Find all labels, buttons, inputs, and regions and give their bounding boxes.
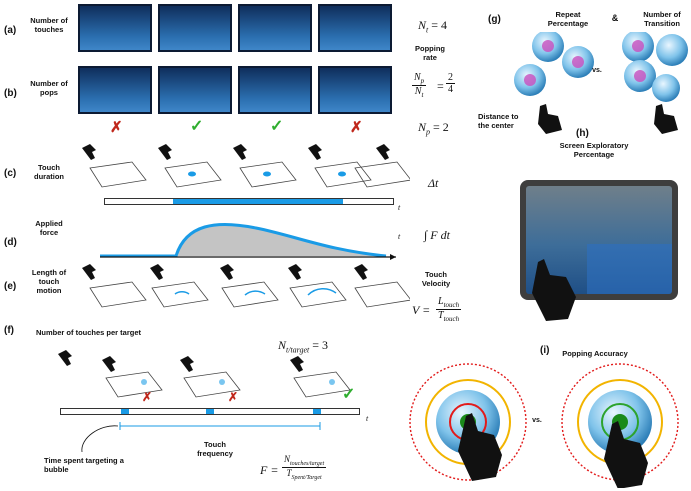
frame-3-check-icon: ✓ bbox=[270, 118, 284, 135]
target-2-cross-icon: ✗ bbox=[228, 390, 239, 404]
panel-h-label: (h) bbox=[576, 128, 589, 139]
accuracy-targets bbox=[409, 363, 679, 488]
panel-b-caption: Number of pops bbox=[30, 79, 68, 97]
panel-d-label: (d) bbox=[4, 237, 17, 248]
popping-rate-value: 2 4 bbox=[446, 72, 455, 95]
hand-pointer-h-icon bbox=[532, 259, 576, 321]
touch-frame-3 bbox=[238, 4, 312, 52]
touch-velocity-fraction: Ltouch Ttouch bbox=[436, 296, 462, 323]
force-curve-plot bbox=[100, 222, 396, 260]
touch-frame-1 bbox=[78, 4, 152, 52]
panel-b-label: (b) bbox=[4, 88, 17, 99]
panel-c-label: (c) bbox=[4, 168, 17, 179]
panel-e-caption: Length of touch motion bbox=[31, 268, 67, 295]
panel-a-label: (a) bbox=[4, 25, 17, 36]
panel-f-axis-label: t bbox=[366, 414, 369, 423]
touch-frequency-timeline bbox=[60, 408, 360, 415]
touch-count-equation: Nt = 4 bbox=[418, 18, 448, 35]
screen-exploratory-caption: Screen Exploratory Percentage bbox=[559, 141, 629, 159]
panel-c-axis-label: t bbox=[398, 203, 401, 212]
touch-tick-3 bbox=[313, 409, 321, 414]
panel-f-label: (f) bbox=[4, 325, 14, 336]
touch-frequency-lhs: F = bbox=[260, 463, 279, 477]
panel-g-label: (g) bbox=[488, 14, 501, 25]
repeat-percentage-caption: Repeat Percentage bbox=[547, 10, 589, 28]
tablet-row-c bbox=[82, 144, 410, 188]
tablet-screen bbox=[526, 186, 672, 294]
panel-c-caption: Touch duration bbox=[34, 163, 64, 181]
pop-frame-1 bbox=[78, 66, 152, 114]
bubble-cluster-g bbox=[514, 32, 688, 134]
versus-i: vs. bbox=[532, 417, 542, 424]
frame-2-check-icon: ✓ bbox=[190, 118, 204, 135]
frequency-span-bracket bbox=[81, 422, 321, 453]
target-3-check-icon: ✓ bbox=[342, 386, 356, 403]
frame-4-cross-icon: ✗ bbox=[350, 119, 363, 136]
number-of-transition-caption: Number of Transition bbox=[643, 10, 681, 28]
touch-frame-4 bbox=[318, 4, 392, 52]
popping-rate-caption: Popping rate bbox=[415, 44, 445, 62]
pop-count-equation: Np = 2 bbox=[418, 120, 449, 137]
popping-rate-fraction: Np Nt bbox=[412, 72, 427, 99]
touch-duration-equation: Δt bbox=[428, 176, 439, 190]
panel-e-label: (e) bbox=[4, 281, 17, 292]
distance-to-center-caption: Distance to the center bbox=[478, 112, 519, 130]
time-spent-note: Time spent targeting a bubble bbox=[44, 456, 124, 474]
touch-velocity-lhs: V = bbox=[412, 303, 431, 317]
panel-d-caption: Applied force bbox=[35, 219, 63, 237]
touch-tick-1 bbox=[121, 409, 129, 414]
explored-region bbox=[587, 244, 672, 294]
touch-frequency-caption: Touch frequency bbox=[197, 440, 233, 458]
pop-frame-2 bbox=[158, 66, 232, 114]
touch-duration-timeline bbox=[104, 198, 394, 205]
ampersand: & bbox=[611, 13, 619, 23]
touch-duration-bar bbox=[173, 199, 343, 204]
popping-accuracy-caption: Popping Accuracy bbox=[562, 349, 628, 358]
touch-velocity-caption: Touch Velocity bbox=[421, 270, 451, 288]
pop-frame-3 bbox=[238, 66, 312, 114]
touch-tick-2 bbox=[206, 409, 214, 414]
panel-i-label: (i) bbox=[540, 345, 550, 356]
tablet-row-f bbox=[58, 350, 351, 398]
touch-frequency-fraction: Ntouches/target TSpent/Target bbox=[282, 454, 327, 481]
touch-frame-2 bbox=[158, 4, 232, 52]
tablet-row-e bbox=[82, 264, 410, 308]
versus-g: vs. bbox=[592, 67, 602, 74]
touches-per-target-equation: Nt/target = 3 bbox=[278, 338, 329, 355]
force-integral-equation: ∫ F dt bbox=[424, 228, 450, 242]
target-1-cross-icon: ✗ bbox=[142, 390, 153, 404]
frame-1-cross-icon: ✗ bbox=[110, 119, 123, 136]
pop-frame-4 bbox=[318, 66, 392, 114]
panel-a-caption: Number of touches bbox=[30, 16, 68, 34]
panel-d-axis-label: t bbox=[398, 232, 401, 241]
panel-f-caption: Number of touches per target bbox=[36, 328, 142, 337]
